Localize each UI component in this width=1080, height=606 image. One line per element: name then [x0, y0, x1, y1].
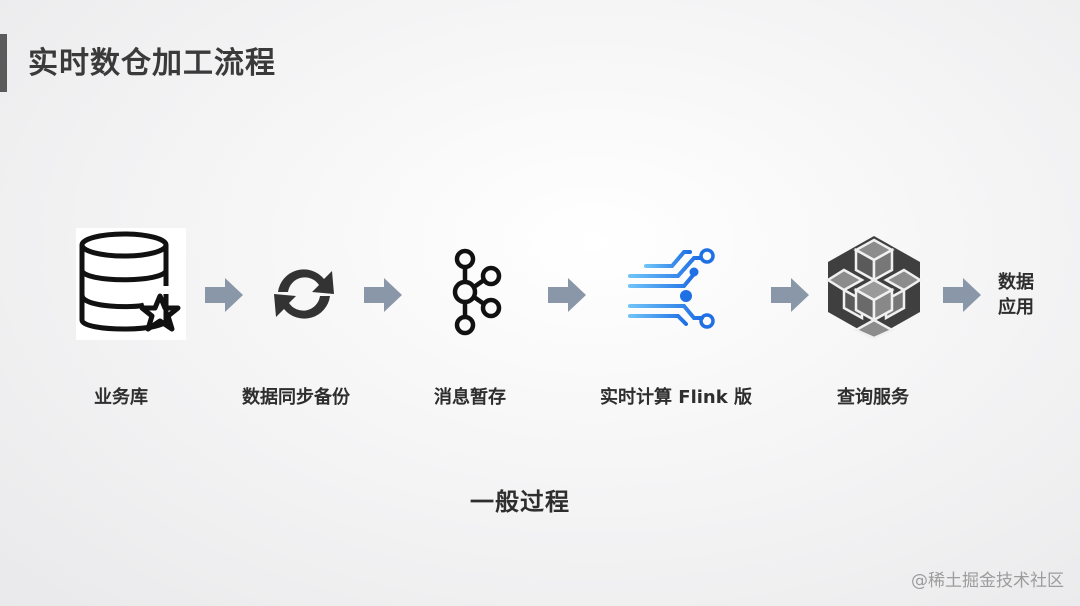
step-label-query-service: 查询服务 — [837, 387, 909, 408]
diagram-caption: 一般过程 — [470, 488, 570, 516]
flow-arrow — [205, 278, 243, 316]
cube-hexagon-icon — [825, 234, 923, 340]
title-accent-bar — [0, 34, 7, 92]
step-label-data-sync: 数据同步备份 — [242, 387, 350, 408]
data-application-label: 数据 应用 — [994, 270, 1038, 320]
kafka-icon — [448, 248, 504, 336]
sync-icon — [264, 262, 344, 326]
step-label-business-db: 业务库 — [94, 387, 148, 408]
watermark: @稀土掘金技术社区 — [911, 571, 1064, 591]
step-label-flink: 实时计算 Flink 版 — [600, 387, 752, 408]
database-star-icon — [76, 228, 186, 340]
data-application-line2: 应用 — [998, 297, 1034, 318]
data-application-line1: 数据 — [998, 272, 1034, 293]
flow-arrow — [364, 278, 402, 316]
step-label-message-buffer: 消息暂存 — [434, 387, 506, 408]
flow-arrow — [771, 278, 809, 316]
flow-arrow — [548, 278, 586, 316]
flow-arrow — [943, 278, 981, 316]
flink-circuit-icon — [628, 244, 720, 336]
page-title: 实时数仓加工流程 — [28, 46, 276, 81]
